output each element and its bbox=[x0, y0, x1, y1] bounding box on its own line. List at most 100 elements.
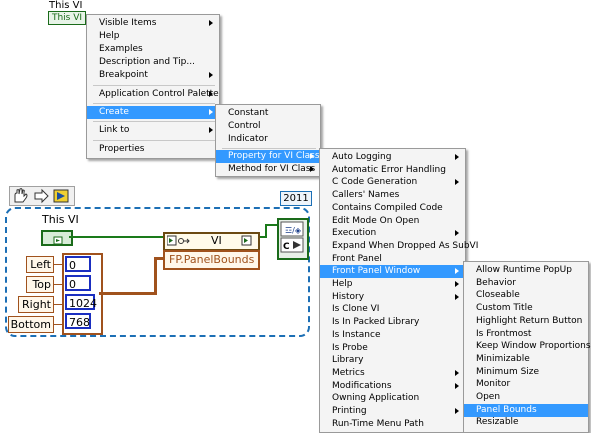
menu-item-is-instance[interactable]: Is Instance bbox=[332, 329, 381, 340]
reference-wire[interactable] bbox=[69, 236, 163, 238]
menu-item-is-frontmost[interactable]: Is Frontmost bbox=[476, 328, 532, 339]
create-submenu: Constant Control Indicator Property for … bbox=[215, 104, 321, 177]
menu-item-metrics[interactable]: Metrics bbox=[320, 367, 465, 380]
cluster-label-bottom: Bottom bbox=[8, 316, 54, 333]
menu-item-c-code-generation[interactable]: C Code Generation bbox=[320, 176, 465, 189]
numeric-right[interactable]: 1024 bbox=[65, 294, 97, 310]
close-reference-node[interactable]: ☲/◈ C bbox=[277, 218, 309, 260]
menu-item-auto-logging[interactable]: Auto Logging bbox=[320, 151, 465, 164]
menu-separator bbox=[93, 103, 215, 104]
menu-item-panel-bounds[interactable]: Panel Bounds bbox=[464, 403, 588, 417]
menu-item-front-panel-window[interactable]: Front Panel Window bbox=[320, 265, 465, 279]
menu-separator bbox=[93, 85, 215, 86]
numeric-left[interactable]: 0 bbox=[65, 256, 91, 272]
menu-item-edit-mode-on-open[interactable]: Edit Mode On Open bbox=[332, 215, 420, 226]
menu-item-app-control-palette[interactable]: Application Control Palette bbox=[99, 89, 219, 99]
close-reference-icon: ☲/◈ C bbox=[280, 221, 304, 253]
menu-item-method-for-vi-class[interactable]: Method for VI Class bbox=[228, 164, 316, 174]
submenu-arrow-icon bbox=[209, 109, 213, 115]
menu-separator bbox=[222, 148, 316, 149]
context-menu: Visible Items Help Examples Description … bbox=[86, 14, 220, 159]
step-arrow-icon[interactable] bbox=[34, 188, 49, 204]
menu-item-execution[interactable]: Execution bbox=[320, 227, 465, 240]
submenu-arrow-icon bbox=[455, 230, 459, 237]
svg-text:☲/◈: ☲/◈ bbox=[285, 226, 302, 235]
menu-item-callers-names[interactable]: Callers' Names bbox=[332, 190, 400, 201]
hand-tool-icon[interactable] bbox=[14, 188, 28, 203]
property-class-label: VI bbox=[211, 234, 222, 247]
menu-item-modifications[interactable]: Modifications bbox=[320, 380, 465, 393]
menu-item-owning-application[interactable]: Owning Application bbox=[332, 393, 420, 404]
menu-item-front-panel[interactable]: Front Panel bbox=[332, 253, 382, 264]
menu-item-contains-compiled-code[interactable]: Contains Compiled Code bbox=[332, 202, 443, 213]
submenu-arrow-icon bbox=[209, 20, 213, 26]
menu-separator bbox=[93, 140, 215, 141]
menu-item-properties[interactable]: Properties bbox=[99, 144, 145, 154]
menu-item-resizable[interactable]: Resizable bbox=[476, 417, 519, 428]
cluster-wire[interactable] bbox=[99, 292, 156, 295]
cluster-wire[interactable] bbox=[154, 257, 164, 260]
this-vi-node-label: This VI bbox=[42, 213, 79, 226]
submenu-arrow-icon bbox=[455, 154, 459, 160]
menu-item-keep-window-proportions[interactable]: Keep Window Proportions bbox=[476, 341, 591, 352]
menu-item-allow-runtime-popup[interactable]: Allow Runtime PopUp bbox=[476, 265, 572, 275]
menu-item-examples[interactable]: Examples bbox=[99, 44, 143, 54]
submenu-arrow-icon bbox=[455, 408, 459, 414]
reference-wire[interactable] bbox=[265, 224, 278, 226]
menu-item-monitor[interactable]: Monitor bbox=[476, 379, 511, 390]
property-panel-bounds[interactable]: FP.PanelBounds bbox=[163, 250, 260, 270]
menu-item-printing[interactable]: Printing bbox=[320, 405, 465, 418]
highlight-execution-icon[interactable] bbox=[53, 189, 69, 203]
menu-item-minimizable[interactable]: Minimizable bbox=[476, 353, 530, 364]
reference-wire[interactable] bbox=[256, 236, 266, 238]
menu-item-is-in-packed-library[interactable]: Is In Packed Library bbox=[332, 317, 420, 328]
cluster-label-right: Right bbox=[18, 296, 54, 313]
this-vi-ref-text: This VI bbox=[51, 13, 83, 23]
menu-item-link-to[interactable]: Link to bbox=[87, 124, 219, 137]
vi-property-node[interactable]: VI bbox=[163, 232, 260, 251]
menu-item-create[interactable]: Create bbox=[87, 106, 219, 119]
this-vi-label: This VI bbox=[49, 0, 83, 11]
menu-item-highlight-return-button[interactable]: Highlight Return Button bbox=[476, 315, 583, 326]
menu-item-library[interactable]: Library bbox=[332, 355, 364, 366]
menu-item-expand-when-dropped-as-subvi[interactable]: Expand When Dropped As SubVI bbox=[332, 240, 479, 251]
menu-item-closeable[interactable]: Closeable bbox=[476, 290, 520, 301]
this-vi-constant[interactable] bbox=[41, 230, 73, 246]
reference-wire[interactable] bbox=[265, 224, 267, 238]
numeric-top[interactable]: 0 bbox=[65, 275, 91, 291]
menu-item-help[interactable]: Help bbox=[320, 278, 465, 291]
menu-item-run-time-menu-path[interactable]: Run-Time Menu Path bbox=[332, 418, 424, 429]
menu-item-is-probe[interactable]: Is Probe bbox=[332, 342, 368, 353]
submenu-arrow-icon bbox=[209, 72, 213, 78]
submenu-arrow-icon bbox=[455, 293, 459, 300]
menu-item-automatic-error-handling[interactable]: Automatic Error Handling bbox=[332, 164, 446, 175]
menu-item-minimum-size[interactable]: Minimum Size bbox=[476, 366, 540, 377]
label-leader bbox=[54, 284, 64, 285]
this-vi-reference[interactable]: This VI bbox=[48, 11, 86, 25]
menu-item-description[interactable]: Description and Tip... bbox=[99, 57, 195, 67]
cluster-wire[interactable] bbox=[154, 257, 157, 295]
numeric-bottom[interactable]: 768 bbox=[65, 313, 91, 329]
reference-out-icon bbox=[241, 235, 252, 246]
menu-item-property-for-vi-class[interactable]: Property for VI Class bbox=[216, 150, 320, 163]
menu-item-is-clone-vi[interactable]: Is Clone VI bbox=[332, 304, 380, 315]
menu-item-behavior[interactable]: Behavior bbox=[476, 277, 516, 288]
property-name: FP.PanelBounds bbox=[169, 253, 255, 266]
menu-item-breakpoint[interactable]: Breakpoint bbox=[87, 69, 219, 82]
submenu-arrow-icon bbox=[209, 91, 213, 97]
menu-item-history[interactable]: History bbox=[320, 291, 465, 304]
menu-item-visible-items[interactable]: Visible Items bbox=[87, 17, 219, 30]
diagram-toolbar bbox=[9, 186, 75, 206]
label-leader bbox=[54, 264, 64, 265]
submenu-arrow-icon bbox=[455, 268, 459, 275]
menu-item-constant[interactable]: Constant bbox=[228, 108, 269, 118]
diagram-structure-frame bbox=[5, 207, 310, 337]
svg-text:C: C bbox=[283, 242, 290, 252]
menu-item-indicator[interactable]: Indicator bbox=[228, 134, 268, 144]
menu-item-help[interactable]: Help bbox=[99, 31, 120, 41]
submenu-arrow-icon bbox=[455, 179, 459, 186]
menu-item-control[interactable]: Control bbox=[228, 121, 261, 131]
menu-item-custom-title[interactable]: Custom Title bbox=[476, 303, 533, 314]
menu-item-open[interactable]: Open bbox=[476, 392, 501, 402]
